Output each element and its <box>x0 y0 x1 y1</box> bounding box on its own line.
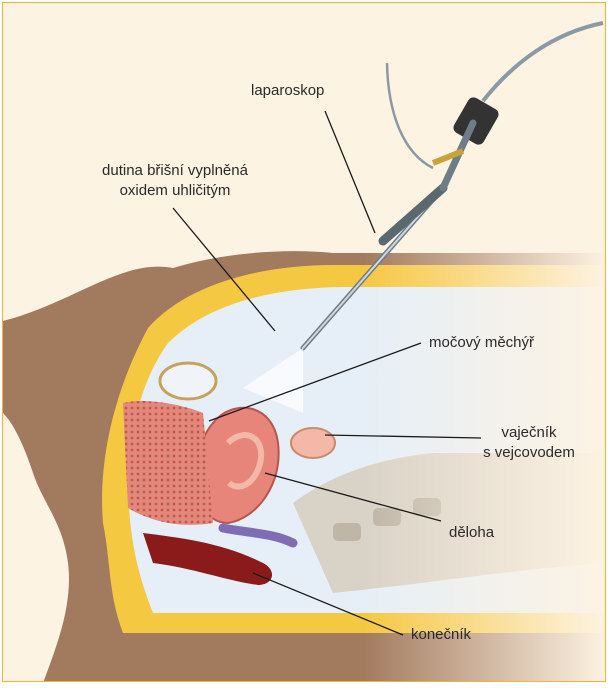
leader-laparoscope <box>325 111 375 233</box>
tissue-block <box>123 401 213 525</box>
label-ovary-line1: vaječník <box>469 423 589 442</box>
label-bladder: močový měchýř <box>429 333 534 352</box>
label-rectum: konečník <box>411 625 471 644</box>
diagram-frame: laparoskop dutina břišní vyplněná oxidem… <box>2 2 606 682</box>
label-cavity-line2: oxidem uhličitým <box>75 181 275 200</box>
label-laparoscope: laparoskop <box>251 81 324 100</box>
fade-overlay <box>363 243 606 682</box>
label-ovary-line2: s vejcovodem <box>469 443 589 462</box>
label-cavity-line1: dutina břišní vyplněná <box>75 161 275 180</box>
ovary-shape <box>291 428 335 458</box>
label-uterus: děloha <box>449 523 494 542</box>
bladder-shape <box>160 363 216 399</box>
